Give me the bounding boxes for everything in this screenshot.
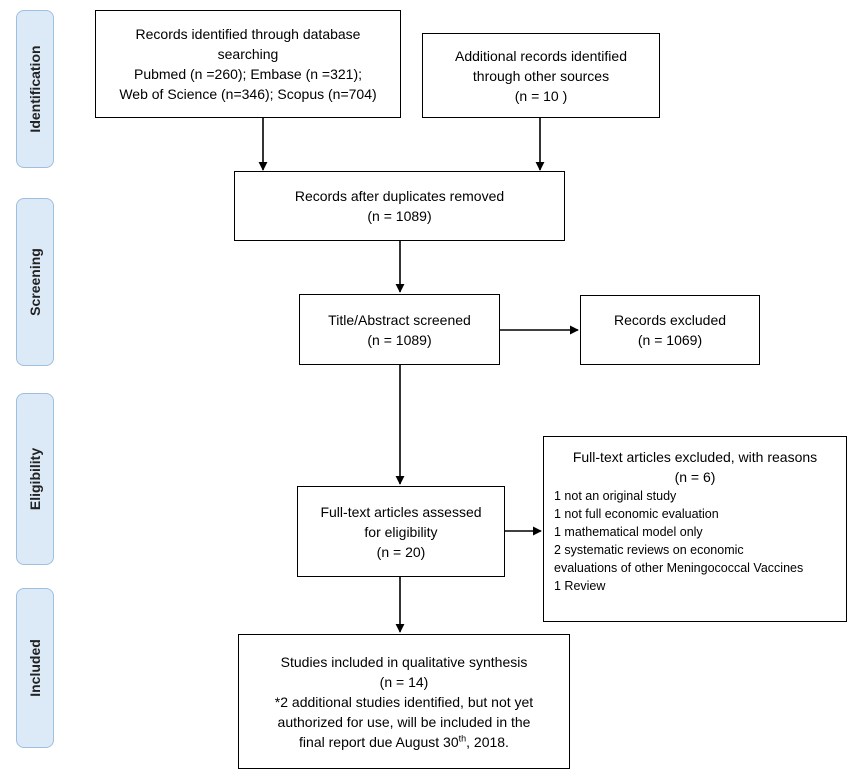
box-duplicates-removed: Records after duplicates removed (n = 10… [234, 171, 565, 241]
fulltext-assessed-line-1: Full-text articles assessed [320, 503, 482, 520]
phase-included-label: Included [27, 639, 43, 697]
phase-eligibility: Eligibility [16, 393, 54, 565]
phase-included: Included [16, 588, 54, 748]
phase-screening: Screening [16, 198, 54, 366]
phase-screening-label: Screening [27, 248, 43, 316]
fulltext-assessed-line-2: for eligibility [364, 523, 438, 540]
exclusion-reason: 1 not an original study [554, 489, 677, 503]
box-fulltext-excluded: Full-text articles excluded, with reason… [543, 436, 847, 622]
duplicates-removed-line-2: (n = 1089) [367, 208, 432, 224]
box-database-search: Records identified through database sear… [95, 10, 401, 118]
included-last-suffix: , 2018. [466, 733, 509, 750]
box-fulltext-assessed: Full-text articles assessed for eligibil… [297, 486, 505, 577]
included-last-prefix: final report due August 30 [299, 733, 459, 750]
box-records-excluded: Records excluded (n = 1069) [580, 295, 760, 365]
records-excluded-line-2: (n = 1069) [637, 332, 703, 348]
box-other-sources: Additional records identified through ot… [422, 33, 660, 118]
screened-line-1: Title/Abstract screened [328, 311, 471, 328]
duplicates-removed-line-1: Records after duplicates removed [294, 188, 505, 204]
other-sources-line-1: Additional records identified [455, 47, 627, 64]
fulltext-excluded-count: (n = 6) [674, 469, 716, 485]
records-excluded-line-1: Records excluded [613, 312, 727, 328]
database-search-line-1: Records identified through database [135, 26, 361, 42]
fulltext-assessed-line-3: (n = 20) [376, 543, 426, 560]
database-search-line-4: Web of Science (n=346); Scopus (n=704) [119, 86, 377, 102]
fulltext-excluded-title: Full-text articles excluded, with reason… [572, 449, 818, 465]
box-screened: Title/Abstract screened (n = 1089) [299, 294, 500, 365]
database-search-line-3: Pubmed (n =260); Embase (n =321); [133, 66, 363, 82]
included-line-3: *2 additional studies identified, but no… [274, 693, 534, 710]
included-line-5: final report due August 30th, 2018. [299, 732, 509, 752]
included-line-4: authorized for use, will be included in … [277, 713, 531, 730]
other-sources-line-2: through other sources [472, 67, 610, 84]
exclusion-reason: 2 systematic reviews on economic [554, 543, 744, 557]
other-sources-line-3: (n = 10 ) [514, 87, 568, 104]
included-line-2: (n = 14) [379, 673, 429, 690]
included-line-1: Studies included in qualitative synthesi… [280, 653, 528, 670]
phase-identification: Identification [16, 10, 54, 168]
exclusion-reason: 1 not full economic evaluation [554, 507, 719, 521]
phase-identification-label: Identification [27, 45, 43, 133]
exclusion-reason: 1 mathematical model only [554, 525, 703, 539]
box-included: Studies included in qualitative synthesi… [238, 634, 570, 769]
screened-line-2: (n = 1089) [367, 331, 432, 348]
phase-eligibility-label: Eligibility [27, 447, 43, 511]
exclusion-reason: 1 Review [554, 579, 606, 593]
included-last-superscript: th [458, 732, 467, 743]
database-search-line-2: searching [217, 46, 279, 62]
exclusion-reason: evaluations of other Meningococcal Vacci… [554, 561, 804, 575]
